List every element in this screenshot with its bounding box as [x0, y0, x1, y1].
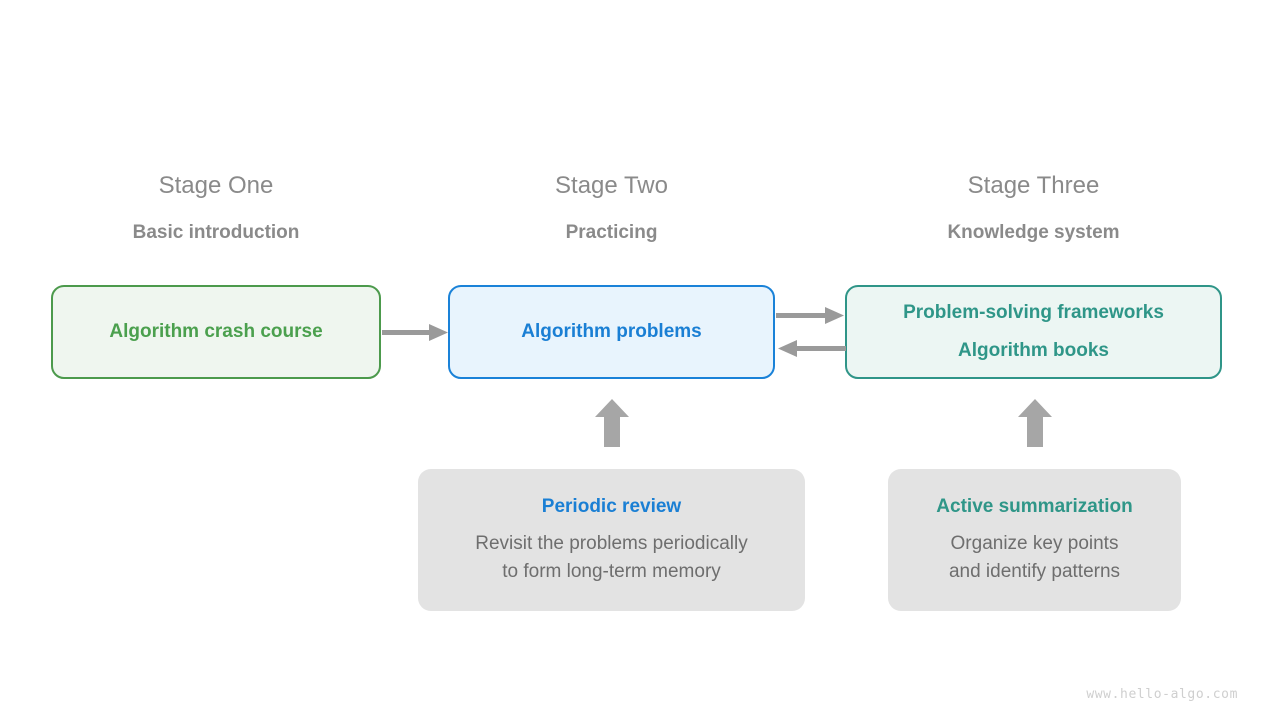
node-knowledge-system[interactable]: Problem-solving frameworks Algorithm boo… [845, 285, 1222, 379]
note-title: Periodic review [541, 496, 682, 517]
stage-three-subtitle: Knowledge system [947, 222, 1120, 243]
stage-three-title: Stage Three [967, 172, 1100, 199]
note-body-line-1: Organize key points [950, 533, 1119, 554]
node-label-line-2: Algorithm books [958, 340, 1109, 361]
arrow-problems-to-frameworks [776, 307, 844, 324]
watermark: www.hello-algo.com [1086, 687, 1238, 702]
arrow-summarization-to-frameworks [1018, 399, 1052, 447]
node-algorithm-crash-course[interactable]: Algorithm crash course [51, 285, 381, 379]
node-label-line-1: Problem-solving frameworks [903, 302, 1164, 323]
stage-two-title: Stage Two [555, 172, 668, 199]
note-periodic-review[interactable]: Periodic review Revisit the problems per… [418, 469, 805, 611]
arrow-crash-course-to-problems [382, 324, 448, 341]
arrow-frameworks-to-problems [778, 340, 846, 357]
stage-two-subtitle: Practicing [565, 222, 658, 243]
note-body-line-2: and identify patterns [948, 561, 1121, 582]
arrow-review-to-problems [595, 399, 629, 447]
node-algorithm-problems[interactable]: Algorithm problems [448, 285, 775, 379]
stage-one-subtitle: Basic introduction [132, 222, 300, 243]
node-label: Algorithm problems [521, 321, 702, 342]
note-body-line-1: Revisit the problems periodically [475, 533, 748, 554]
note-active-summarization[interactable]: Active summarization Organize key points… [888, 469, 1181, 611]
stage-one-title: Stage One [158, 172, 274, 199]
note-title: Active summarization [936, 496, 1133, 517]
note-body-line-2: to form long-term memory [502, 561, 721, 582]
node-label: Algorithm crash course [109, 321, 323, 342]
